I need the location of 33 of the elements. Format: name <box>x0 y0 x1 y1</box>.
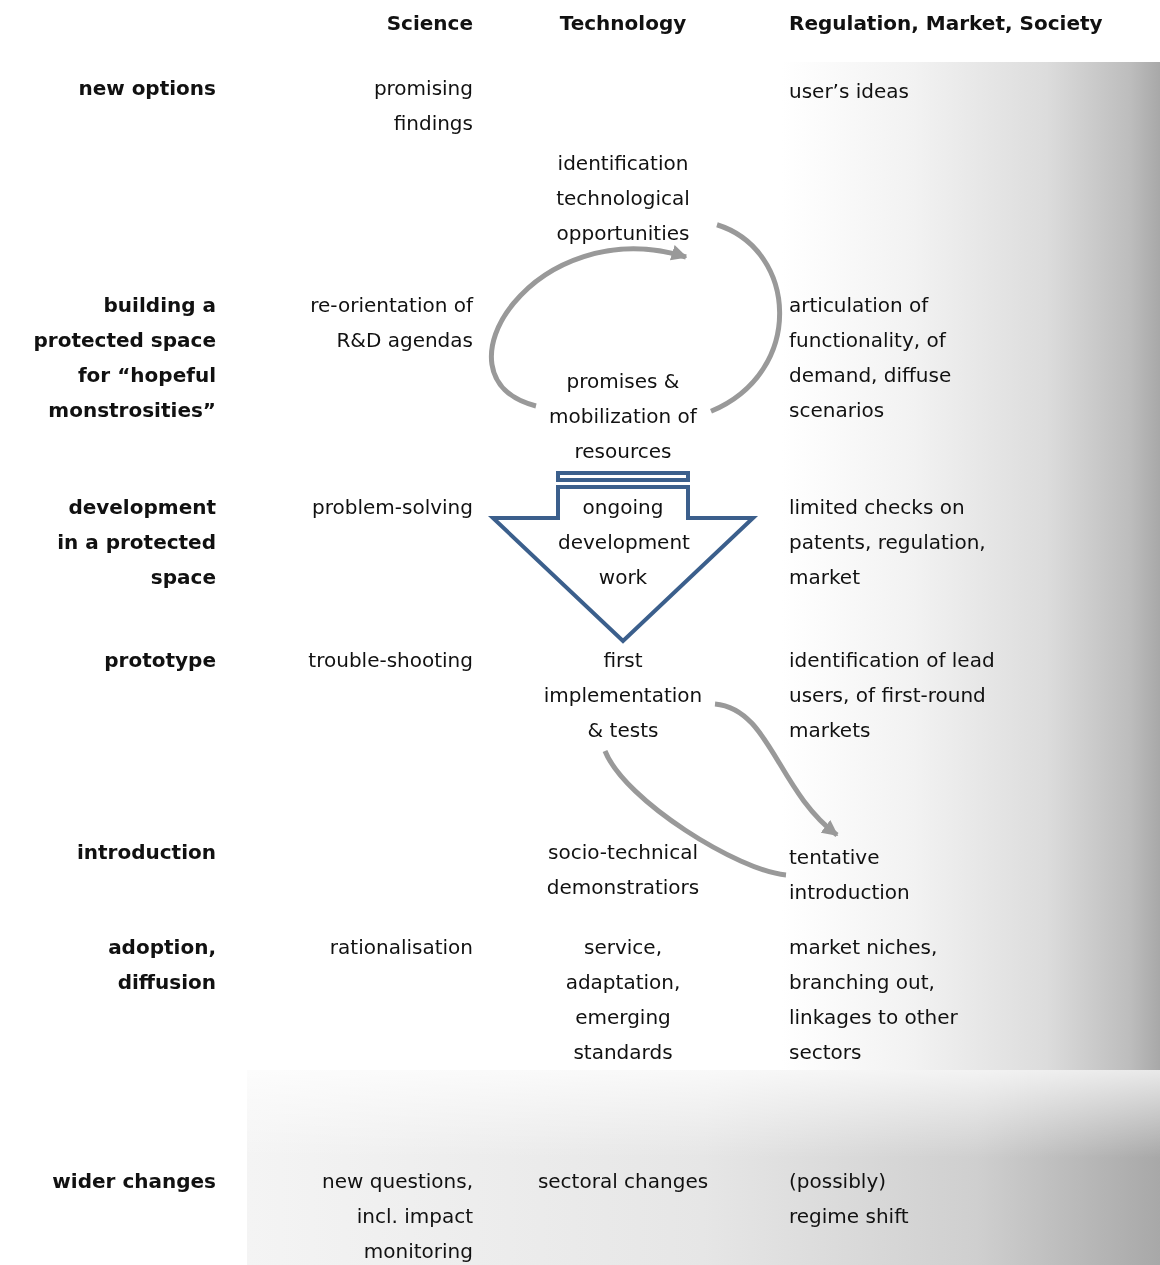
cell-text: identification of lead users, of first-round markets <box>789 647 996 744</box>
cell-text: (possibly) regime shift <box>789 1168 910 1230</box>
block-arrow <box>487 471 759 644</box>
column-heading: Regulation, Market, Society <box>789 10 1104 37</box>
row-heading: wider changes <box>51 1168 216 1195</box>
cell-text: promising findings <box>372 75 473 137</box>
stage-text: tentative introduction <box>789 840 949 910</box>
cell-text: service, adaptation, emerging standards <box>564 934 682 1066</box>
stage-text: promises & mobilization of resources <box>538 364 708 469</box>
cell-text: problem-solving <box>311 494 473 521</box>
cell-text: new questions, incl. impact monitoring <box>321 1168 473 1265</box>
cycle-arrow <box>714 701 839 837</box>
row-heading: adoption, diffusion <box>107 934 216 996</box>
cell-text: market niches, branching out, linkages to other sectors <box>789 934 959 1066</box>
cell-text: limited checks on patents, regulation, market <box>789 494 987 591</box>
row-heading: new options <box>77 75 216 102</box>
column-heading: Science <box>385 10 473 37</box>
cell-text: re-orientation of R&D agendas <box>309 292 473 354</box>
cycle-arrow <box>489 246 688 409</box>
cell-text: sectoral changes <box>536 1168 710 1195</box>
cell-text: rationalisation <box>328 934 473 961</box>
row-heading: building a protected space for “hopeful monstrosities” <box>32 292 216 424</box>
stage-text: first implementation & tests <box>533 643 713 748</box>
cell-text: articulation of functionality, of demand, diffuse scenarios <box>789 292 953 424</box>
cell-text: socio-technical demonstratiors <box>545 839 701 901</box>
cell-text: user’s ideas <box>789 78 910 105</box>
row-heading: prototype <box>103 647 216 674</box>
row-heading: introduction <box>75 839 216 866</box>
cell-text: trouble-shooting <box>307 647 473 674</box>
column-heading: Technology <box>558 10 688 37</box>
stage-text: identification technological opportunities <box>533 146 713 251</box>
cell-text: ongoing development work <box>558 494 688 591</box>
row-heading: development in a protected space <box>56 494 216 591</box>
